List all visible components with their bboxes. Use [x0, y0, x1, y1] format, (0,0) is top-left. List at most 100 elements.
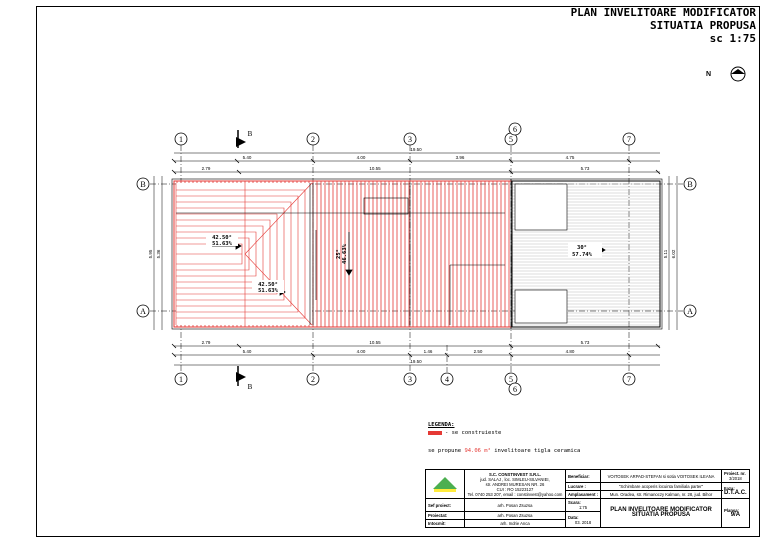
sef-value: arh. Posan Zsuzsa — [464, 498, 566, 512]
axis-label-left-a: A — [140, 307, 146, 316]
legend-note-area: 94.06 m² — [464, 448, 491, 454]
beneficiar-value: VOITOSEK ARPAD-STEFAN si sotia VOITOSEK … — [600, 469, 723, 483]
dim-top-row2-3: 5.73 — [581, 166, 590, 171]
axis-label-top-2: 2 — [311, 135, 315, 144]
company-logo — [425, 469, 465, 499]
dim-top-4: 4.75 — [566, 155, 575, 160]
terrace-block — [514, 289, 568, 324]
top-dimension-lines — [153, 152, 678, 366]
dim-bottom-row2-1: 2.79 — [202, 340, 211, 345]
north-arrow-icon — [730, 66, 746, 82]
sef-label: Sef proiect: — [425, 498, 465, 512]
dim-right-inner: 5.11 — [663, 249, 668, 258]
company-contact: Tel. 0740 253 207, email : constinvest@y… — [467, 491, 563, 497]
axis-label-bottom-2: 2 — [311, 375, 315, 384]
tb-drawing-title-2: SITUATIA PROPUSA — [631, 512, 691, 518]
legend-note-prefix: se propune — [428, 448, 462, 454]
axis-label-top-7: 7 — [627, 135, 631, 144]
slope-4-value: 57.74% — [572, 252, 593, 258]
dim-left-total: 5.95 — [148, 249, 153, 258]
axis-bubbles — [136, 122, 697, 396]
plansa-value: 9/A — [730, 512, 741, 518]
dim-top-1: 5.40 — [243, 155, 252, 160]
dim-top-row2-2: 10.55 — [369, 166, 381, 171]
plansa-cell: Plansa:9/A — [721, 498, 750, 528]
faza-value: D.T.A.C. — [724, 489, 747, 496]
scara-label: Scara: — [568, 500, 581, 505]
dim-top-row2-1: 2.79 — [202, 166, 211, 171]
axis-label-right-b: B — [687, 180, 692, 189]
dim-top-total: 19.50 — [410, 147, 422, 152]
dimension-labels: 19.50 5.40 4.00 3.96 4.75 2.79 10.55 5.7… — [148, 147, 676, 364]
data-value: 03. 2018 — [574, 519, 592, 525]
dim-right-total: 6.02 — [671, 249, 676, 258]
hip-roof-hatch — [175, 182, 313, 326]
dim-top-2: 4.00 — [357, 155, 366, 160]
company-address-1: jud. SALAJ , loc. SIMLEU-SILVANIEI, — [480, 476, 550, 482]
amplasament-label: Amplasament : — [564, 490, 602, 499]
tb-drawing-title-1: PLAN INVELITOARE MODIFICATOR — [610, 507, 712, 513]
title-scale: sc 1:75 — [709, 32, 756, 45]
dim-bottom-total: 19.50 — [410, 359, 422, 364]
section-label-top: B — [248, 130, 253, 138]
chimney-block — [514, 183, 568, 231]
axis-label-left-b: B — [140, 180, 145, 189]
faza-cell: Faza:D.T.A.C. — [721, 482, 750, 499]
legend-heading: LEGENDA: — [428, 422, 455, 428]
title-line-1: PLAN INVELITOARE MODIFICATOR — [570, 6, 756, 19]
scara-cell: Scara:1:75 — [564, 498, 602, 512]
faza-label: Faza: — [724, 485, 735, 491]
dim-top-3: 3.96 — [456, 155, 465, 160]
company-address-2: str. ANDREI MURESAN NR. 26 — [485, 481, 545, 487]
slope-4-angle: 30° — [577, 245, 587, 251]
dim-bottom-4: 2.50 — [474, 349, 483, 354]
intocmit-value: arh. Indrie Anca — [464, 519, 566, 528]
lucrare-label: Lucrare : — [564, 482, 602, 491]
data-cell: Data:03. 2018 — [564, 511, 602, 528]
dim-bottom-5: 4.80 — [566, 349, 575, 354]
company-cui: CUI : RO 15223127 — [496, 486, 534, 492]
intocmit-label: Intocmit: — [425, 519, 465, 528]
dim-bottom-row2-2: 10.55 — [369, 340, 381, 345]
axis-label-bottom-5: 5 — [509, 375, 513, 384]
structure-lines — [171, 178, 663, 330]
axis-label-bottom-4: 4 — [445, 375, 449, 384]
slope-1-value: 51.63% — [212, 241, 233, 247]
slope-2-value: 51.63% — [258, 288, 279, 294]
dim-bottom-2: 4.00 — [357, 349, 366, 354]
data-label: Data: — [568, 514, 579, 520]
slope-1-angle: 42.50° — [212, 235, 232, 241]
slope-3-value: 46.63% — [342, 243, 348, 264]
plansa-label: Plansa: — [724, 508, 739, 513]
north-label: N — [706, 71, 712, 78]
proiect-label: Proiect. nr. — [724, 471, 746, 476]
axis-label-top-3: 3 — [408, 135, 412, 144]
legend-note-suffix: invelitoare tigla ceramica — [494, 448, 581, 454]
dim-bottom-1: 5.40 — [243, 349, 252, 354]
axis-label-bottom-3: 3 — [408, 375, 412, 384]
slope-labels: 42.50° 51.63% 42.50° 51.63% 25° 46.63% 3… — [206, 233, 602, 294]
amplasament-value: Mun. Oradea, str. Rimanoczy Kalman, nr. … — [600, 490, 723, 499]
dim-left-inner: 5.36 — [156, 249, 161, 258]
legend-note: se propune 94.06 m² invelitoare tigla ce… — [428, 447, 580, 455]
proiect-cell: Proiect. nr.3/2018 — [721, 469, 750, 483]
proiectat-label: Proiectat: — [425, 511, 465, 520]
axis-label-top-1: 1 — [179, 135, 183, 144]
slope-3-angle: 25° — [336, 249, 342, 259]
slope-2-angle: 42.50° — [258, 282, 278, 288]
company-logo-icon — [433, 476, 457, 492]
lucrare-value: "Schimbare acoperis locuinta familiala p… — [600, 482, 723, 491]
legend-item-label: - se construieste — [445, 430, 502, 436]
legend: LEGENDA: - se construieste se propune 94… — [428, 421, 580, 455]
section-label-bottom: B — [248, 383, 253, 391]
proiect-value: 3/2018 — [728, 476, 742, 481]
title-block: S.C. CONSTINVEST S.R.L. jud. SALAJ , loc… — [425, 469, 750, 528]
scara-value: 1:75 — [578, 505, 588, 510]
drawing-title-cell: PLAN INVELITOARE MODIFICATOR SITUATIA PR… — [600, 498, 723, 528]
axis-label-right-a: A — [687, 307, 693, 316]
axis-label-bottom-7: 7 — [627, 375, 631, 384]
title-line-2: SITUATIA PROPUSA — [650, 19, 756, 32]
proiectat-value: arh. Posan Zsuzsa — [464, 511, 566, 520]
beneficiar-label: Beneficiar: — [564, 469, 602, 483]
